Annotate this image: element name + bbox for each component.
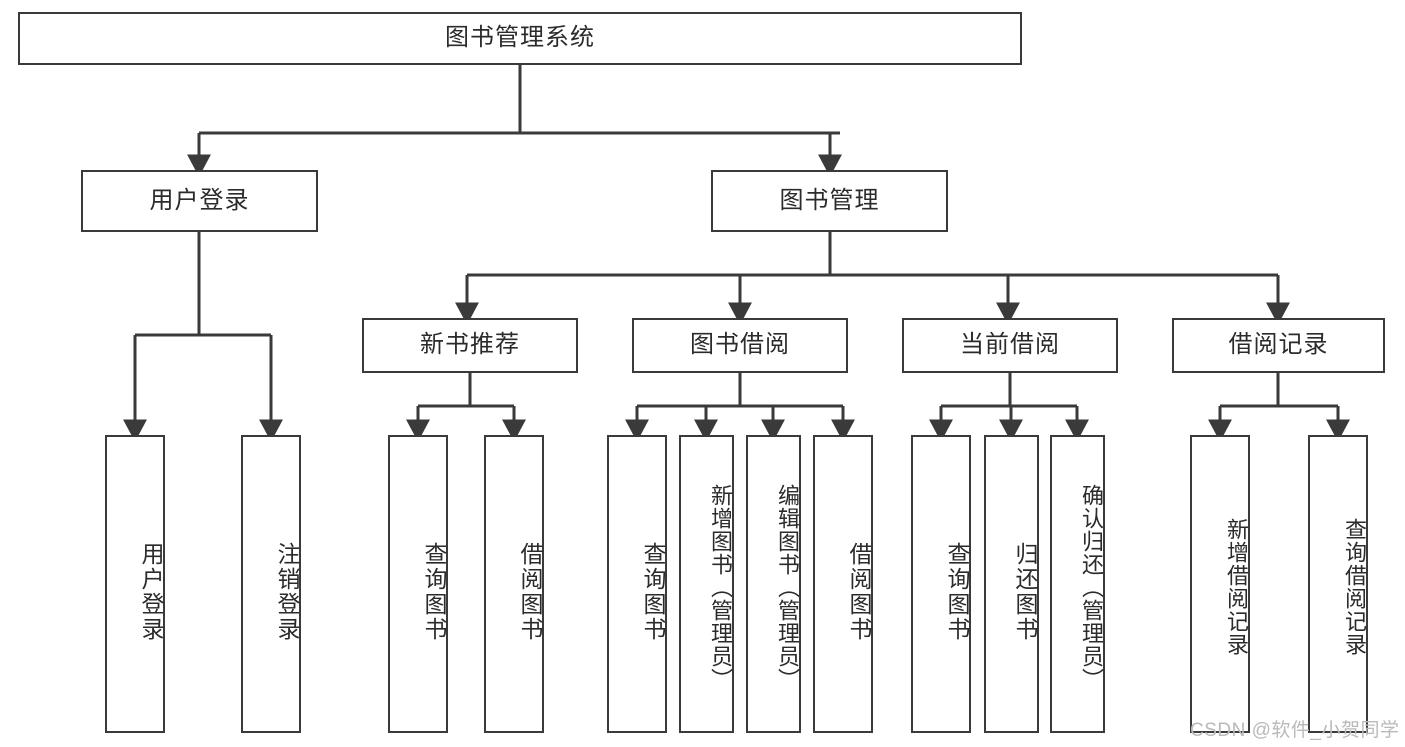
node-borrow-record[interactable]: 借阅记录 [1172,318,1385,373]
leaf-query-book-borrow[interactable]: 查询图书 [607,435,667,733]
leaf-borrow-book-recommend[interactable]: 借阅图书 [484,435,544,733]
leaf-borrow-book[interactable]: 借阅图书 [813,435,873,733]
leaf-query-book-current[interactable]: 查询图书 [911,435,971,733]
leaf-confirm-return-admin[interactable]: 确认归还（管理员） [1050,435,1105,733]
node-book-manage[interactable]: 图书管理 [711,170,948,232]
leaf-add-borrow-record[interactable]: 新增借阅记录 [1190,435,1250,733]
leaf-user-login[interactable]: 用户登录 [105,435,165,733]
node-root[interactable]: 图书管理系统 [18,12,1022,65]
leaf-return-book[interactable]: 归还图书 [984,435,1039,733]
node-current-borrow[interactable]: 当前借阅 [902,318,1118,373]
csdn-watermark: CSDN @软件_小贺同学 [1190,720,1400,741]
node-user-login[interactable]: 用户登录 [81,170,318,232]
node-book-borrow[interactable]: 图书借阅 [632,318,848,373]
leaf-edit-book-admin[interactable]: 编辑图书（管理员） [746,435,801,733]
leaf-user-logout[interactable]: 注销登录 [241,435,301,733]
leaf-query-borrow-record[interactable]: 查询借阅记录 [1308,435,1368,733]
leaf-add-book-admin[interactable]: 新增图书（管理员） [679,435,734,733]
node-new-book-recommend[interactable]: 新书推荐 [362,318,578,373]
leaf-query-book-recommend[interactable]: 查询图书 [388,435,448,733]
